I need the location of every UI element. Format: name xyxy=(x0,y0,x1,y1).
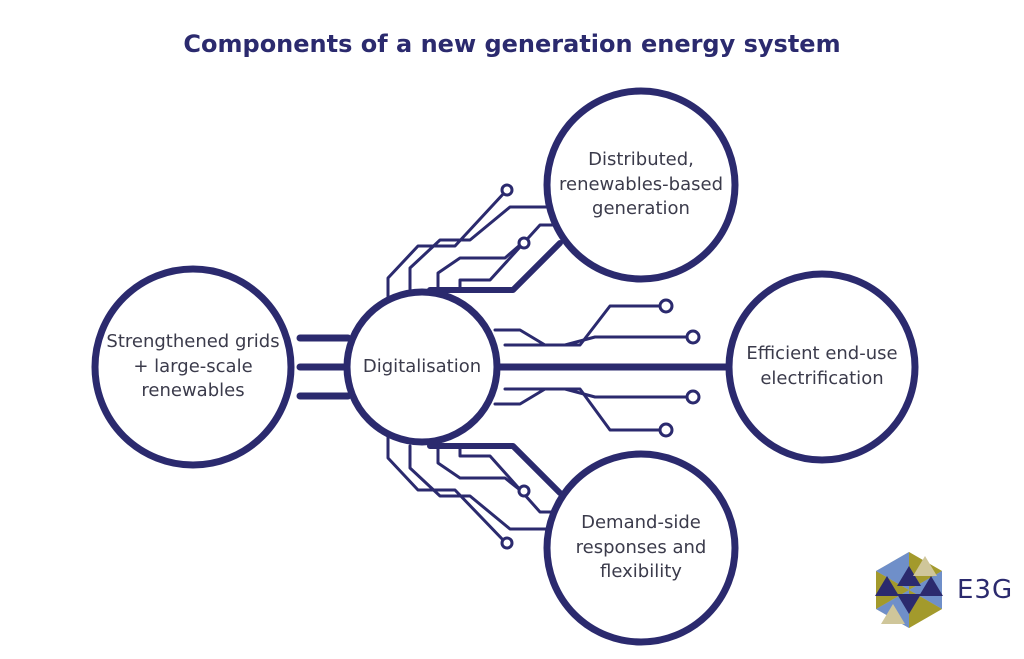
node-label-demand: Demand-side responses and flexibility xyxy=(575,511,707,583)
trace-right-3 xyxy=(503,387,690,399)
node-circle-electrification xyxy=(725,270,919,464)
trace-right-2 xyxy=(503,335,690,347)
node-label-distributed: Distributed, renewables-based generation xyxy=(558,148,724,220)
node-circle-demand xyxy=(543,450,739,646)
pin-right-4 xyxy=(658,422,674,438)
trace-right-1 xyxy=(493,304,662,347)
trace-up-thick xyxy=(427,240,563,293)
pin-bottom-1 xyxy=(517,484,531,498)
node-circle-distributed xyxy=(543,87,739,283)
diagram-title: Components of a new generation energy sy… xyxy=(183,30,841,58)
trace-up-1 xyxy=(386,190,507,302)
trace-up-2 xyxy=(408,205,552,292)
pin-bottom-2 xyxy=(500,536,514,550)
e3g-logo-text: E3G xyxy=(957,575,1014,605)
e3g-logo-mark xyxy=(875,552,943,628)
node-label-digitalisation: Digitalisation xyxy=(362,355,482,377)
trace-down-thick xyxy=(427,443,563,496)
trace-down-1 xyxy=(386,434,507,544)
trace-down-4 xyxy=(458,444,562,514)
trace-down-3 xyxy=(436,444,522,492)
trace-right-4 xyxy=(493,387,662,432)
pin-right-1 xyxy=(658,298,674,314)
node-label-grids: Strengthened grids + large-scale renewab… xyxy=(106,330,280,402)
pin-right-2 xyxy=(685,329,701,345)
node-circle-digitalisation xyxy=(343,288,501,446)
pin-top-1 xyxy=(500,183,514,197)
node-label-electrification: Efficient end-use electrification xyxy=(746,343,898,389)
pin-right-3 xyxy=(685,389,701,405)
pin-top-2 xyxy=(517,236,531,250)
trace-down-2 xyxy=(408,444,552,531)
node-circle-grids xyxy=(91,265,295,469)
trace-up-4 xyxy=(458,223,562,292)
trace-up-3 xyxy=(436,243,522,292)
